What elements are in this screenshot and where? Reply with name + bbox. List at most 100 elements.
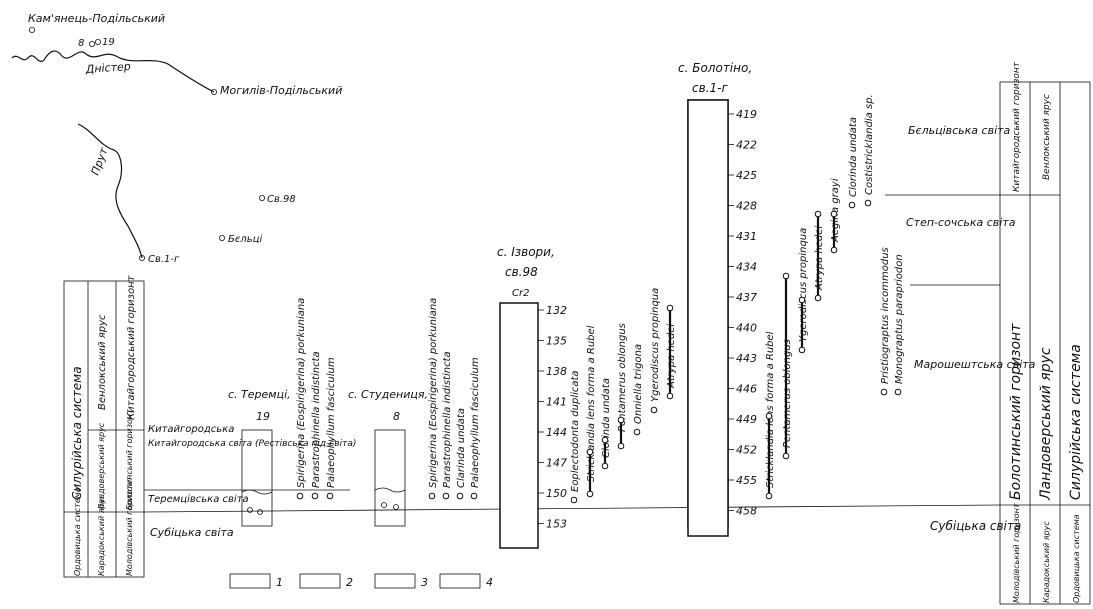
izvory-depth-label: 153 <box>546 518 567 531</box>
map-label-19: 19 <box>102 37 115 48</box>
bolotino-depth-label: 431 <box>736 230 757 243</box>
fossil-name: Onniella trigona <box>633 344 644 424</box>
right-ord-series: Карадокський ярус <box>1042 521 1051 603</box>
prut-river <box>77 123 143 259</box>
left-horizon-kytaihorod: Китайгородський горизонт <box>126 274 137 420</box>
right-strat-table: Китайгородський горизонт Венлокський яру… <box>999 61 1091 605</box>
suite-beltsi: Бєльцівська світа <box>908 124 1011 137</box>
fossil-range-top <box>765 412 773 420</box>
bolotino-depth-label: 434 <box>736 261 757 274</box>
fossil-occurrence <box>894 388 902 396</box>
map-label-sv98: Св.98 <box>267 194 296 205</box>
map-label-dnister: Дністер <box>84 60 131 76</box>
izvory-depth-label: 132 <box>546 304 567 317</box>
fossil-range-top <box>782 272 790 280</box>
right-horizon-bolotyn: Болотинський горизонт <box>1008 323 1024 500</box>
fossil-range-bottom <box>782 452 790 460</box>
column-izvory-title: с. Ізвори, <box>497 245 555 259</box>
well-marker-sv98 <box>258 194 265 201</box>
fossil-occurrence <box>326 492 334 500</box>
right-series-venlok: Венлокський ярус <box>1042 94 1052 180</box>
right-series-landover: Ландоверський ярус <box>1038 347 1054 501</box>
legend-label-2: 2 <box>346 576 353 589</box>
fossil-name: Spirigerina (Eospirigerina) porkuniana <box>428 298 439 488</box>
fossil-occurrence <box>650 406 658 414</box>
fossil-name: Spirigerina (Eospirigerina) porkuniana <box>296 298 307 488</box>
bolotino-depth-label: 428 <box>736 200 757 213</box>
fossil-range-top <box>798 296 806 304</box>
map-label-beltsi: Бєльці <box>228 233 262 245</box>
fossil-range-bottom <box>814 294 822 302</box>
legend-swatch-2 <box>299 573 341 589</box>
station-marker-8 <box>89 41 96 48</box>
left-series-landover: Ландоверський ярус <box>97 422 106 511</box>
fossil-range-bottom <box>765 492 773 500</box>
bolotino-depth-label: 452 <box>736 444 757 457</box>
location-map: Кам'янець-Подільський 8 19 Дністер Могил… <box>11 12 342 265</box>
left-ord-series: Карадокський ярус <box>97 494 106 576</box>
town-marker-kamianets <box>28 26 35 33</box>
bolotino-depth-label: 455 <box>736 474 757 487</box>
town-marker-mohyliv <box>210 89 217 96</box>
legend-label-3: 3 <box>421 576 428 589</box>
fossil-range-bottom <box>601 462 609 470</box>
fossil-range-bottom <box>617 442 625 450</box>
fossil-name: Aegiria grayi <box>830 178 841 243</box>
suite-kytaihorod: Китайгородська світа (Рестівська під-сві… <box>148 439 356 449</box>
fossil-name: Costistricklandia sp. <box>864 94 875 195</box>
bolotino-depth-label: 449 <box>736 413 757 426</box>
fossil-name: Pentamerus oblongus <box>782 339 793 448</box>
fossil-name: Pentamerus oblongus <box>617 323 628 432</box>
fossil-name: Parastrophinella indistincta <box>442 351 453 488</box>
fossil-range-top <box>814 210 822 218</box>
well-marker-sv1g <box>138 254 145 261</box>
map-label-mohyliv: Могилів-Подільський <box>220 84 342 97</box>
fossil-occurrence <box>456 492 464 500</box>
left-ord-horizon: Молодівський горизонт <box>125 476 134 576</box>
fossil-range-bottom <box>666 392 674 400</box>
fossil-name: Stricklandia lens forma a Rubel <box>765 331 776 488</box>
map-label-prut: Прут <box>89 146 111 177</box>
left-ord-system: Ордовицька система <box>73 487 82 576</box>
fossil-name: Palaeophyllum fasciculum <box>470 357 481 488</box>
izvory-depth-label: 138 <box>546 365 567 378</box>
right-ord-horizon: Молодівський горизонт <box>1012 503 1021 603</box>
fossil-name: Stricklandia lens forma a Rubel <box>586 325 597 482</box>
bolotino-depth-label: 440 <box>736 322 757 335</box>
legend-label-4: 4 <box>486 576 493 589</box>
suite-subitsa-right: Субіцька світа <box>930 519 1021 533</box>
fossil-occurrence <box>470 492 478 500</box>
bolotino-depth-label: 425 <box>736 169 757 182</box>
fossil-occurrence <box>880 388 888 396</box>
dnister-river <box>11 50 215 93</box>
fossil-range-top <box>601 436 609 444</box>
fossil-name: Parastrophinella indistincta <box>311 351 322 488</box>
right-system: Силурійська система <box>1068 344 1084 500</box>
fossil-name: Eoplectodonta duplicata <box>570 370 581 492</box>
fossil-range-bottom <box>586 490 594 498</box>
fossil-range-top <box>617 416 625 424</box>
fossil-name: Atrypa hedei <box>666 324 677 389</box>
bolotino-depth-label: 419 <box>736 108 757 121</box>
lithology-legend: 1 2 3 4 <box>229 573 493 589</box>
column-izvory-sub: св.98 <box>505 265 538 279</box>
fossil-range-bottom <box>798 346 806 354</box>
fossil-occurrence <box>848 201 856 209</box>
legend-swatch-4 <box>439 573 481 589</box>
bolotino-depth-label: 458 <box>736 505 757 518</box>
izvory-depth-label: 141 <box>546 396 567 409</box>
right-horizon-kytaihorod: Китайгородський горизонт <box>1012 61 1022 192</box>
fossil-range-top <box>666 304 674 312</box>
column-teremtsi-title: с. Теремці, <box>228 388 291 401</box>
izvory-depth-label: 150 <box>546 487 567 500</box>
left-system: Силурійська система <box>70 366 84 500</box>
fossil-name: Ygerodiscus propinqua <box>798 228 809 342</box>
column-studenytsia-title: с. Студениця, <box>348 388 428 401</box>
fossil-name: Ygerodiscus propinqua <box>650 288 661 402</box>
fossil-occurrence <box>428 492 436 500</box>
left-series-venlok: Венлокський ярус <box>97 314 108 410</box>
fossil-occurrence <box>570 496 578 504</box>
fossil-occurrence <box>311 492 319 500</box>
suite-kytaihorod-line1: Китайгородська <box>148 424 234 435</box>
town-marker-beltsi <box>218 234 225 241</box>
